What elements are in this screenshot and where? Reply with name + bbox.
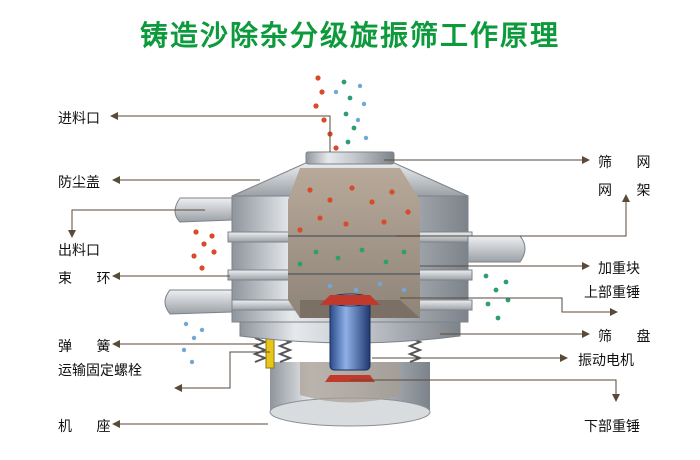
label-transport-bolt: 运输固定螺栓 — [58, 363, 142, 379]
machine-base — [269, 362, 431, 427]
leader-lines-right — [350, 156, 630, 402]
vibration-motor — [320, 293, 380, 382]
label-dust-cover: 防尘盖 — [58, 175, 100, 191]
label-lower-weight: 下部重锤 — [584, 419, 640, 435]
label-outlet: 出料口 — [58, 243, 100, 259]
label-mesh-frame: 网 架 — [598, 183, 661, 199]
page-title: 铸造沙除杂分级旋振筛工作原理 — [139, 19, 560, 52]
label-base: 机 座 — [58, 419, 121, 435]
label-screen-mesh: 筛 网 — [598, 155, 661, 171]
label-upper-weight: 上部重锤 — [584, 285, 640, 301]
label-screen-tray: 筛 盘 — [598, 329, 661, 345]
label-weight-block: 加重块 — [598, 261, 640, 277]
inner-particles — [297, 185, 411, 293]
label-inlet: 进料口 — [58, 111, 100, 127]
label-vibration-motor: 振动电机 — [578, 353, 634, 369]
leader-lines-left — [68, 112, 331, 428]
inlet-particles — [313, 75, 369, 151]
label-spring: 弹 簧 — [58, 339, 121, 355]
label-clamp-ring: 束 环 — [58, 271, 121, 287]
outlet-particles — [181, 229, 511, 365]
